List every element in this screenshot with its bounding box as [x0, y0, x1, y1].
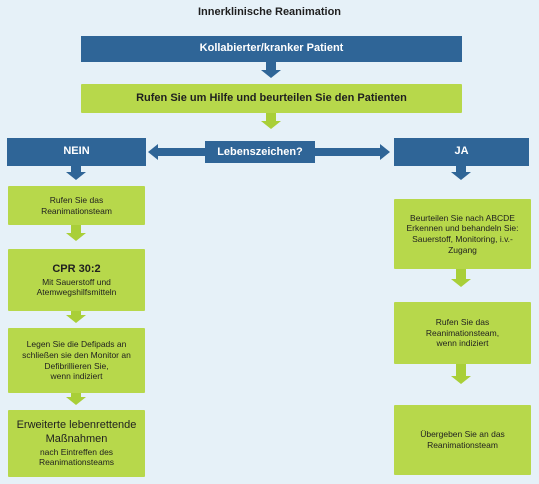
left-step-2-line: Atemwegshilfsmitteln: [36, 287, 117, 298]
als-title-line: Erweiterte lebenrettende: [16, 419, 137, 432]
branch-ja-label: JA: [454, 145, 469, 158]
branch-nein: NEIN: [7, 138, 146, 166]
patient-box: Kollabierter/kranker Patient: [81, 36, 462, 62]
left-step-1-line: Rufen Sie das: [49, 194, 104, 205]
right-step-1-line: Erkennen und behandeln Sie:: [406, 223, 519, 234]
left-step-defib: Legen Sie die Defipads an schließen sie …: [8, 328, 145, 393]
left-step-2-line: Mit Sauerstoff und: [42, 276, 111, 287]
help-label: Rufen Sie um Hilfe und beurteilen Sie de…: [136, 91, 407, 104]
right-step-3-line: Reanimationsteam: [427, 440, 498, 450]
cpr-title: CPR 30:2: [52, 263, 101, 276]
help-box: Rufen Sie um Hilfe und beurteilen Sie de…: [81, 84, 462, 113]
left-step-4-line: Reanimationsteams: [38, 457, 115, 468]
right-step-abcde: Beurteilen Sie nach ABCDE Erkennen und b…: [394, 199, 531, 269]
als-title-line: Maßnahmen: [45, 432, 108, 445]
arrow-left-1: [66, 225, 86, 241]
branch-ja: JA: [394, 138, 529, 166]
left-step-call-team: Rufen Sie das Reanimationsteam: [8, 186, 145, 225]
right-step-call-team: Rufen Sie das Reanimationsteam, wenn ind…: [394, 302, 531, 364]
arrow-right-1: [451, 269, 471, 287]
left-step-als: Erweiterte lebenrettende Maßnahmen nach …: [8, 410, 145, 477]
question-box: [205, 141, 315, 163]
arrow-ja-down: [451, 166, 471, 180]
arrow-right-2: [451, 364, 471, 384]
patient-label: Kollabierter/kranker Patient: [199, 42, 344, 55]
right-step-1-line: Sauerstoff, Monitoring, i.v.-: [412, 234, 513, 244]
right-step-3-line: Übergeben Sie an das: [420, 429, 505, 440]
arrow-left-2: [66, 311, 86, 323]
right-step-2-line: Reanimationsteam,: [425, 327, 500, 338]
question-label: Lebenszeichen?: [217, 146, 303, 158]
left-step-3-line: wenn indiziert: [50, 371, 103, 382]
left-step-3-line: Legen Sie die Defipads an: [26, 339, 127, 350]
right-step-2-line: wenn indiziert: [436, 338, 489, 349]
arrow-help-to-question: [261, 113, 281, 129]
branch-nein-label: NEIN: [63, 145, 90, 158]
left-step-4-line: nach Eintreffen des: [39, 446, 114, 457]
right-step-2-line: Rufen Sie das: [435, 317, 490, 328]
arrow-nein-down: [66, 166, 86, 180]
left-step-cpr: CPR 30:2 Mit Sauerstoff und Atemwegshilf…: [8, 249, 145, 311]
left-step-3-line: schließen sie den Monitor an: [22, 349, 131, 360]
right-step-handover: Übergeben Sie an das Reanimationsteam: [394, 405, 531, 475]
diagram-title: Innerklinische Reanimation: [197, 6, 342, 18]
left-step-3-line: Defibrillieren Sie,: [44, 360, 109, 371]
left-step-1-line: Reanimationsteam: [41, 205, 112, 216]
right-step-1-line: Beurteilen Sie nach ABCDE: [410, 212, 515, 223]
right-step-1-line: Zugang: [448, 244, 477, 255]
arrow-left-3: [66, 393, 86, 405]
arrow-patient-to-help: [261, 62, 281, 78]
